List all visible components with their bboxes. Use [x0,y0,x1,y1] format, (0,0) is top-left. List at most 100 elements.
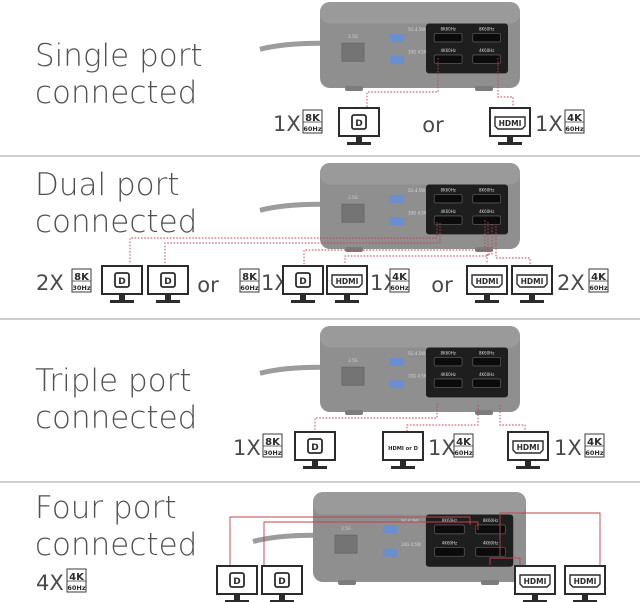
dp-logo [295,272,311,288]
hdmi-monitor-icon: HDMI [326,265,368,303]
port-speed-label: 8K60Hz [440,350,455,355]
usb-c-port-icon [475,524,506,535]
dp-monitor-icon: D [261,565,303,602]
usb-c-port-icon [472,194,502,204]
lan-port-icon [334,534,358,554]
port-speed-label: 8K60Hz [442,518,457,523]
hdmi-glyph: HDMI [524,577,547,586]
multiplier-label: 4X [36,571,64,595]
badge-refresh: 60Hz [390,284,408,292]
video-port-panel [426,347,508,398]
hdmi-glyph: HDMI [336,277,359,286]
hdmi-monitor-icon: HDMI [466,265,508,303]
dp-glyph: D [299,277,306,287]
hdmi-glyph: HDMI [476,277,499,286]
monitor-base [110,300,134,303]
monitor-screen [564,565,606,595]
badge-resolution: 8K [74,272,90,283]
monitor-neck [312,460,318,466]
section-3-title-line1: Triple port [35,363,192,399]
dp-monitor-icon: D [216,565,258,602]
monitor-neck [525,460,531,466]
monitor-neck [234,594,240,600]
dock-foot [338,580,356,585]
cable-line [497,58,514,108]
monitor-neck [344,294,350,300]
badge-refresh: 60Hz [589,284,607,292]
resolution-badge: 8K60Hz [302,109,323,134]
resolution-badge: 4K60Hz [389,268,410,293]
badge-refresh: 60Hz [565,125,583,133]
badge-resolution: 4K [567,113,583,124]
usb-c-port-icon [433,33,463,43]
section-1-title-line2: connected [35,75,198,111]
dp-glyph: D [118,277,125,287]
section-2-title-line2: connected [35,204,198,240]
lan-label: 2.5G [341,526,350,531]
monitor-screen [326,265,368,295]
dp-logo [274,572,290,588]
dp-logo [114,272,130,288]
hdmi-glyph: HDMI [574,577,597,586]
badge-refresh: 60Hz [67,584,85,592]
power-cable [259,40,321,52]
port-speed-label: 8K60Hz [479,26,494,31]
usb-port-icon [390,217,404,226]
usb-label: 10G 4.5W [408,211,428,216]
usb-port-icon [383,548,397,557]
dock-foot [345,410,363,415]
port-speed-label: 8K60Hz [440,187,455,192]
badge-frame [584,433,605,458]
monitor-screen [382,431,424,461]
usb-c-port-icon [433,378,463,388]
monitor-screen [147,265,189,295]
usb-c-port-icon [433,357,463,367]
dock-top [320,326,520,348]
dock-top [320,2,520,24]
hdmi-logo [569,574,601,588]
port-speed-label: 8K60Hz [479,350,494,355]
dp-logo [160,272,176,288]
monitor-screen [261,565,303,595]
dp-monitor-icon: D [294,431,336,469]
usb-label: 5G 4.5W [408,351,425,356]
dp-logo [229,572,245,588]
dp-logo [351,114,367,130]
monitor-base [573,600,597,602]
usb-port-icon [390,56,404,65]
usb-port-icon [390,33,404,42]
dp-glyph: D [311,443,318,453]
usb-label: 5G 4.5W [408,27,425,32]
lan-label: 2.5G [348,195,357,200]
section-1-title-line1: Single port [35,38,203,74]
port-speed-label: 4K60Hz [479,372,494,377]
resolution-badge: 4K60Hz [588,268,609,293]
dock-top [320,163,520,185]
monitor-base [225,600,249,602]
monitor-base [291,300,315,303]
usb-port-icon [383,525,397,534]
multiplier-label: 2X [557,271,585,295]
hdmi-monitor-icon: HDMI [511,265,553,303]
monitor-screen [216,565,258,595]
badge-resolution: 8K [305,113,321,124]
dock-foot [481,580,499,585]
badge-resolution: 4K [69,572,85,583]
monitor-neck [119,294,125,300]
section-3-title-line2: connected [35,400,198,436]
port-speed-label: 4K60Hz [479,48,494,53]
badge-refresh: 30Hz [72,284,90,292]
monitor-base [523,600,547,602]
port-speed-label: 4K60Hz [440,48,455,53]
cable-line [499,512,601,568]
badge-frame [453,433,474,458]
hdmi-monitor-icon: HDMI [489,107,531,145]
multiplier-label: 1X [273,112,301,136]
badge-resolution: 4K [392,272,408,283]
usb-c-port-icon [433,54,463,64]
monitor-base [475,300,499,303]
